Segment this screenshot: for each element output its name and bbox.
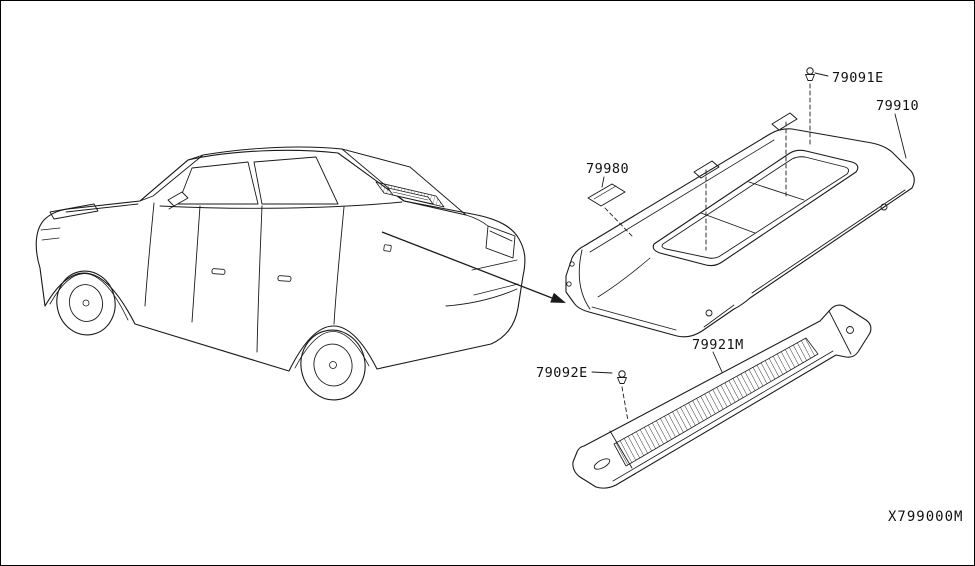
shelf-left-face-line	[578, 249, 591, 310]
grille-line	[40, 227, 61, 241]
waist-trim-ribbed-band	[613, 337, 819, 467]
shelf-clip-hole	[880, 203, 888, 211]
rear-shoulder-line	[465, 214, 489, 227]
shelf-top-flange-line	[589, 139, 775, 253]
rear-wheel-rim	[313, 343, 353, 387]
shelf-opening-inner-rim	[661, 156, 850, 259]
lower-clip-base-icon	[617, 377, 627, 384]
rear-wheel-hub	[329, 361, 337, 369]
waist-trim-bottom-inner-line	[612, 350, 834, 482]
lower-clip	[617, 370, 629, 422]
part-label-79980: 79980	[586, 161, 629, 177]
diagram-code: X799000M	[888, 509, 963, 525]
shelf-opening-outer-rim	[652, 149, 859, 267]
waist-trim-ear-base-line	[828, 310, 852, 355]
part-label-79921m: 79921M	[692, 337, 744, 353]
shelf-opening-divider	[700, 212, 756, 234]
shelf-bottom-thickness-line	[751, 189, 906, 294]
quarter-panel-seam	[333, 206, 345, 325]
pointer-arrow-line	[381, 231, 553, 299]
leader-line-79921m	[712, 351, 723, 373]
front-fender-seam	[144, 202, 155, 307]
part-label-79092e: 79092E	[536, 365, 588, 381]
insulator-pad	[587, 183, 626, 207]
shelf-finisher-illustration	[565, 112, 915, 338]
front-wheel-hub	[82, 299, 90, 307]
upper-clip	[805, 67, 815, 147]
front-door-glass	[177, 161, 259, 205]
leader-line-79980	[601, 176, 605, 188]
fuel-door	[383, 244, 392, 252]
leader-line-79092e	[591, 371, 613, 374]
shelf-clip-hole	[705, 309, 713, 317]
insulator-alignment-dashed-line	[604, 207, 633, 237]
front-wheel-rim	[68, 284, 104, 322]
shelf-mounting-tab	[771, 112, 798, 131]
rear-lamp	[485, 225, 516, 259]
shelf-surface-crease	[597, 257, 651, 298]
side-mirror	[167, 191, 189, 207]
parcel-shelf-detail-line	[392, 191, 429, 201]
roof-far-edge	[202, 146, 411, 168]
waist-trim-outline	[572, 304, 872, 489]
part-label-79910: 79910	[876, 98, 919, 114]
waist-trim-slot	[593, 458, 611, 470]
lower-clip-dashed-line	[621, 386, 629, 422]
pointer-arrow	[381, 231, 566, 303]
shelf-front-lip-line	[703, 304, 735, 328]
front-door-seam	[191, 205, 201, 323]
hood-seam	[65, 203, 139, 213]
waist-trim-tab-line	[609, 430, 633, 469]
vehicle-illustration	[35, 146, 526, 401]
front-wheel	[56, 270, 116, 336]
rear-door-seam	[256, 205, 263, 353]
rear-door-glass	[253, 156, 339, 205]
pointer-arrowhead-icon	[550, 292, 566, 303]
waist-trim-ear-hole	[846, 326, 854, 334]
rear-door-handle	[277, 275, 292, 282]
rear-wheel	[300, 329, 366, 401]
shelf-edge-notch	[566, 281, 572, 287]
bumper-crease	[445, 288, 518, 307]
upper-clip-base-icon	[805, 74, 815, 81]
shelf-outline	[565, 128, 915, 338]
shelf-lower-left-thickness-line	[591, 306, 677, 331]
front-door-handle	[211, 268, 226, 275]
headlamp	[49, 203, 99, 220]
shelf-edge-notch	[569, 261, 575, 267]
waist-trim-illustration	[572, 304, 872, 489]
shelf-mounting-tab	[693, 160, 720, 179]
shelf-opening-divider	[748, 181, 805, 201]
insulator-pad-illustration	[587, 183, 633, 237]
leader-line-79910	[894, 113, 907, 159]
rear-panel-line	[471, 259, 519, 296]
leader-lines	[591, 72, 907, 374]
part-label-79091e: 79091E	[832, 70, 884, 86]
belt-line	[159, 201, 403, 209]
side-mirror-stem	[168, 205, 175, 210]
insulator-pad-edge-line	[593, 185, 617, 200]
rear-arch-lip	[294, 331, 370, 369]
leader-line-79091e	[814, 72, 829, 77]
